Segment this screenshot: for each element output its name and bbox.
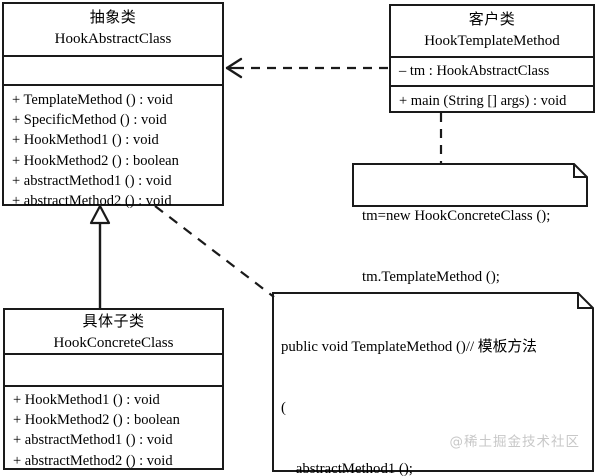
- class-method: + main (String [] args) : void: [399, 93, 567, 109]
- class-methods-abstract: + TemplateMethod () : void + SpecificMet…: [4, 84, 222, 215]
- class-method: + TemplateMethod () : void: [12, 92, 173, 108]
- class-method: + abstractMethod2 () : void: [12, 193, 172, 210]
- note-line: tm=new HookConcreteClass ();: [362, 208, 551, 224]
- watermark: @稀土掘金技术社区: [449, 434, 580, 450]
- note-line: abstractMethod1 ();: [281, 460, 413, 476]
- class-method: + abstractMethod2 () : void: [13, 452, 173, 469]
- class-name-client: HookTemplateMethod: [424, 33, 560, 49]
- class-box-client[interactable]: 客户类 HookTemplateMethod – tm : HookAbstra…: [389, 4, 595, 113]
- note-template-method-text: public void TemplateMethod ()// 模板方法 ( a…: [272, 292, 594, 476]
- open-arrowhead-icon: [225, 57, 243, 79]
- class-method: + HookMethod2 () : boolean: [12, 152, 179, 169]
- class-box-concrete[interactable]: 具体子类 HookConcreteClass + HookMethod1 () …: [3, 308, 224, 470]
- class-title-client: 客户类 HookTemplateMethod: [391, 6, 593, 56]
- class-name-concrete: HookConcreteClass: [53, 335, 174, 351]
- dependency-client-to-abstract: [225, 57, 388, 79]
- class-box-abstract[interactable]: 抽象类 HookAbstractClass + TemplateMethod (…: [2, 2, 224, 209]
- note-shape-client: [352, 163, 588, 207]
- class-methods-client: + main (String [] args) : void: [391, 85, 593, 115]
- note-line: tm.TemplateMethod ();: [362, 268, 500, 285]
- note-template-method-code[interactable]: public void TemplateMethod ()// 模板方法 ( a…: [272, 292, 594, 476]
- note-shape-template-method: [272, 292, 594, 472]
- class-stereotype-concrete: 具体子类: [82, 314, 145, 330]
- note-client-code[interactable]: tm=new HookConcreteClass (); tm.Template…: [352, 163, 588, 285]
- note-line: (: [281, 399, 286, 416]
- note-anchor-abstract: [154, 205, 275, 298]
- class-stereotype-client: 客户类: [468, 12, 516, 28]
- class-method: + abstractMethod1 () : void: [12, 172, 172, 189]
- class-attribute: – tm : HookAbstractClass: [399, 63, 550, 79]
- class-name-abstract: HookAbstractClass: [54, 31, 172, 47]
- note-client-text: tm=new HookConcreteClass (); tm.Template…: [352, 163, 588, 331]
- class-method: + SpecificMethod () : void: [12, 112, 167, 129]
- class-methods-concrete: + HookMethod1 () : void + HookMethod2 ()…: [5, 385, 222, 475]
- note-line: public void TemplateMethod ()// 模板方法: [281, 339, 537, 355]
- class-title-concrete: 具体子类 HookConcreteClass: [5, 310, 222, 353]
- class-stereotype-abstract: 抽象类: [89, 10, 137, 26]
- class-method: + HookMethod1 () : void: [12, 132, 159, 149]
- class-attributes-concrete: [5, 353, 222, 385]
- class-title-abstract: 抽象类 HookAbstractClass: [4, 4, 222, 55]
- class-method: + abstractMethod1 () : void: [13, 432, 173, 449]
- generalization-concrete-to-abstract: [89, 204, 111, 308]
- class-attributes-abstract: [4, 55, 222, 84]
- class-method: + HookMethod2 () : boolean: [13, 412, 180, 429]
- class-attributes-client: – tm : HookAbstractClass: [391, 56, 593, 85]
- class-method: + HookMethod1 () : void: [13, 392, 160, 408]
